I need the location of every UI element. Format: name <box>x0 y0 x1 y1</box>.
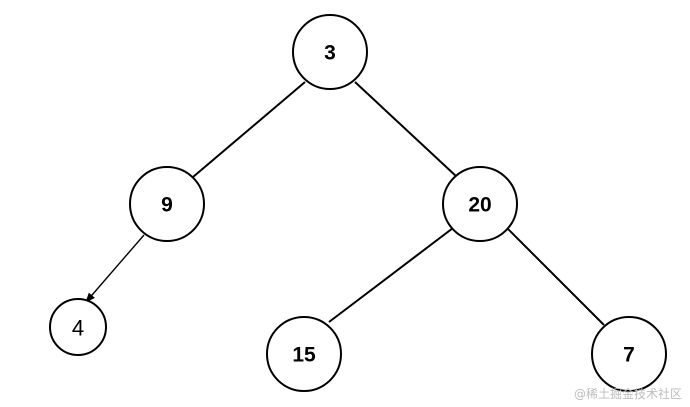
tree-node-20: 20 <box>442 166 518 242</box>
node-label-15: 15 <box>292 344 316 367</box>
watermark: @稀土掘金技术社区 <box>573 387 682 401</box>
tree-node-4: 4 <box>49 298 107 356</box>
edge-20-15 <box>328 227 454 323</box>
edges <box>85 81 605 326</box>
tree-node-3: 3 <box>292 14 368 90</box>
tree-node-15: 15 <box>266 316 342 392</box>
edge-3-9 <box>192 81 306 178</box>
edge-9-4-arrow <box>85 234 145 303</box>
edge-20-7 <box>506 227 605 326</box>
node-label-7: 7 <box>623 344 635 367</box>
tree-node-9: 9 <box>129 166 205 242</box>
edge-3-20 <box>354 81 458 178</box>
nodes: 3 9 20 4 15 7 <box>49 14 667 392</box>
node-label-9: 9 <box>161 194 173 217</box>
node-label-3: 3 <box>324 42 336 65</box>
node-label-20: 20 <box>468 194 491 217</box>
node-label-4: 4 <box>72 316 84 341</box>
tree-node-7: 7 <box>591 316 667 392</box>
